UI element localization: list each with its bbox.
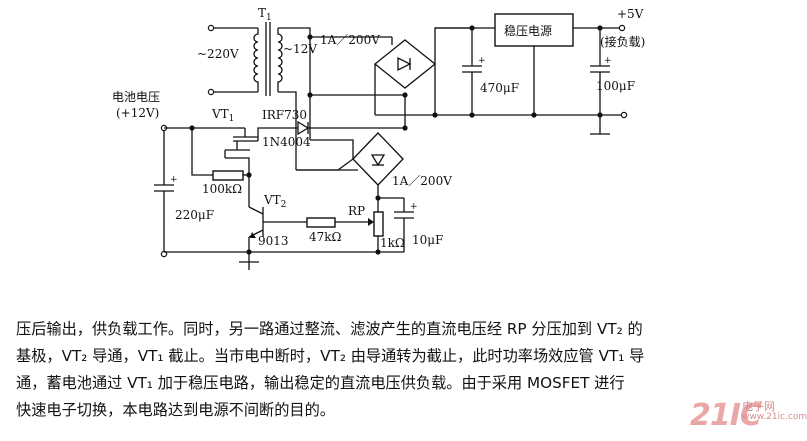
watermark-logo: 21IC [690, 398, 762, 433]
transistor-name: VT2 [263, 193, 286, 210]
site-watermark: 21IC 电子网 www.21ic.com [690, 398, 807, 438]
capacitor-470uf: + 470μF [462, 28, 519, 115]
r100k-value: 100kΩ [202, 182, 242, 196]
transistor-vt2: VT2 9013 [248, 193, 289, 248]
transformer-t1: T1 ~220V ~12V [197, 6, 317, 96]
svg-text:+: + [410, 202, 418, 212]
output-terminal-ground[interactable] [620, 111, 628, 119]
transformer-name: T1 [258, 6, 272, 23]
output-voltage: +5V [617, 7, 644, 21]
circuit-schematic: T1 ~220V ~12V 1A／200V + 470μF 稳压电源 [112, 6, 645, 270]
mains-terminal-bottom [207, 88, 215, 96]
primary-voltage-label: ~220V [197, 47, 239, 61]
caption-line-3: 通，蓄电池通过 VT₁ 加于稳压电路，输出稳定的直流电压供负载。由于采用 MOS… [16, 374, 625, 392]
bridge-rectifier-bottom: 1A／200V [352, 132, 452, 188]
secondary-voltage-label: ~12V [283, 42, 317, 56]
transistor-part: 9013 [258, 234, 289, 248]
resistor-47k: 47kΩ [306, 217, 342, 244]
mosfet-vt1: VT1 IRF730 [211, 107, 307, 151]
svg-text:+: + [604, 56, 612, 66]
caption-line-1: 压后输出，供负载工作。同时，另一路通过整流、滤波产生的直流电压经 RP 分压加到… [16, 320, 643, 338]
watermark-url: www.21ic.com [742, 412, 807, 422]
caption-line-4: 快速电子切换，本电路达到电源不间断的目的。 [16, 401, 335, 419]
capacitor-10uf: + 10μF [394, 198, 443, 252]
output-note: (接负载) [600, 34, 645, 49]
voltage-regulator[interactable]: 稳压电源 [494, 13, 574, 47]
c10-value: 10μF [412, 233, 443, 247]
resistor-100k: 100kΩ [202, 170, 244, 196]
capacitor-220uf: + 220μF [154, 175, 214, 252]
battery-title: 电池电压 [112, 90, 160, 104]
potentiometer-rp[interactable]: RP 1kΩ [348, 198, 405, 252]
output-terminal-positive[interactable] [618, 24, 626, 32]
diode-1n4004: 1N4004 [262, 120, 311, 149]
capacitor-100uf: + 100μF [590, 28, 635, 134]
bridge-top-rating: 1A／200V [320, 33, 380, 47]
c220-value: 220μF [175, 208, 214, 222]
svg-text:+: + [478, 56, 486, 66]
pot-name: RP [348, 204, 365, 218]
c470-value: 470μF [480, 81, 519, 95]
pot-value: 1kΩ [380, 236, 405, 250]
bridge-bottom-rating: 1A／200V [392, 174, 452, 188]
watermark-cn: 电子网 [742, 400, 775, 413]
svg-text:+: + [170, 175, 178, 185]
caption-text: 压后输出，供负载工作。同时，另一路通过整流、滤波产生的直流电压经 RP 分压加到… [16, 316, 786, 424]
diode-part: 1N4004 [262, 135, 311, 149]
mosfet-name: VT1 [211, 107, 234, 124]
r47k-value: 47kΩ [309, 230, 342, 244]
bridge-rectifier-top: 1A／200V [320, 33, 437, 89]
mosfet-part: IRF730 [262, 108, 307, 122]
c100-value: 100μF [596, 79, 635, 93]
battery-voltage: (+12V) [116, 106, 159, 120]
regulator-label: 稳压电源 [504, 23, 552, 38]
caption-line-2: 基极，VT₂ 导通，VT₁ 截止。当市电中断时，VT₂ 由导通转为截止，此时功率… [16, 347, 645, 365]
mains-terminal-top [207, 24, 215, 32]
